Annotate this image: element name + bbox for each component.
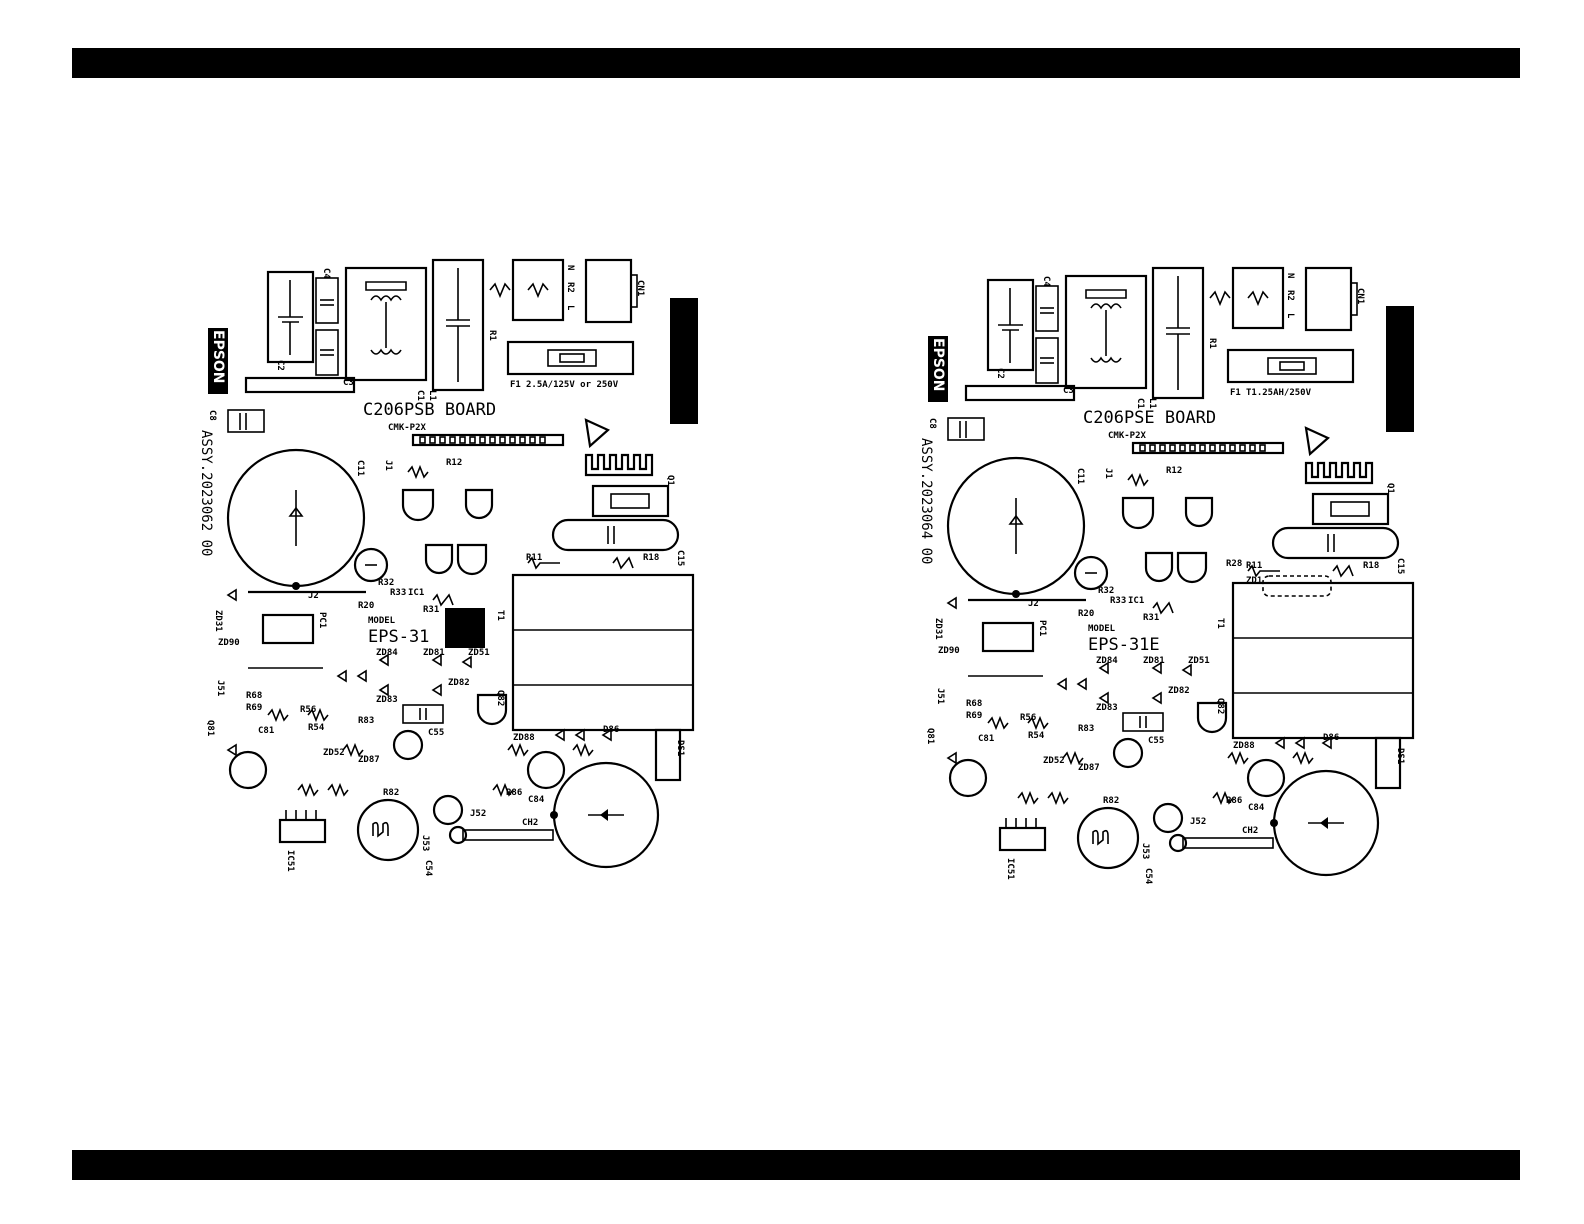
board-right-model-label: MODEL bbox=[1088, 624, 1116, 634]
board-right-cert: CMK-P2X bbox=[1108, 431, 1147, 441]
board-left-model: EPS-31 bbox=[368, 627, 429, 647]
board-right-r28-label: R28 bbox=[1226, 559, 1242, 569]
board-left-title: C206PSB BOARD bbox=[363, 400, 496, 420]
board-left-fuse-label: F1 bbox=[510, 380, 521, 390]
board-left-cert: CMK-P2X bbox=[388, 423, 427, 433]
board-left-label-l: L bbox=[565, 305, 575, 311]
board-right-label-n: N bbox=[1285, 273, 1295, 278]
board-left-assy: ASSY.2023062 00 bbox=[198, 430, 214, 556]
board-left: EPSON C206PSB BOARD CMK-P2X ASSY.2023062… bbox=[198, 258, 698, 878]
board-right-zd1-outline bbox=[1262, 575, 1332, 597]
board-right-model: EPS-31E bbox=[1088, 635, 1160, 655]
board-right-brand: EPSON bbox=[930, 338, 946, 392]
board-left-fuse-rating: 2.5A/125V or 250V bbox=[526, 380, 619, 390]
board-left-brand-badge bbox=[208, 328, 228, 394]
board-left-black-square bbox=[445, 608, 485, 648]
board-right-brand-badge bbox=[928, 336, 948, 402]
footer-bar bbox=[72, 1150, 1520, 1180]
board-left-black-tab bbox=[670, 298, 698, 424]
board-left-label-n: N bbox=[565, 265, 575, 270]
board-left-model-label: MODEL bbox=[368, 616, 396, 626]
board-right-title: C206PSE BOARD bbox=[1083, 408, 1216, 428]
board-right: EPSON C206PSE BOARD CMK-P2X ASSY.2023064… bbox=[918, 266, 1415, 886]
board-left-label-cn1: CN1 bbox=[635, 280, 645, 296]
board-right-zd1-label: ZD1 bbox=[1246, 576, 1262, 586]
board-right-label-l: L bbox=[1285, 313, 1295, 319]
board-right-fuse-label: F1 bbox=[1230, 388, 1241, 398]
board-right-label-r2: R2 bbox=[1285, 290, 1295, 301]
board-right-black-tab bbox=[1386, 306, 1414, 432]
board-left-brand: EPSON bbox=[210, 330, 226, 384]
board-left-label-r2: R2 bbox=[565, 282, 575, 293]
board-right-fuse-rating: T1.25AH/250V bbox=[1246, 388, 1312, 398]
header-bar bbox=[72, 48, 1520, 78]
board-right-label-cn1: CN1 bbox=[1355, 288, 1365, 304]
board-right-assy: ASSY.2023064 00 bbox=[918, 438, 934, 564]
